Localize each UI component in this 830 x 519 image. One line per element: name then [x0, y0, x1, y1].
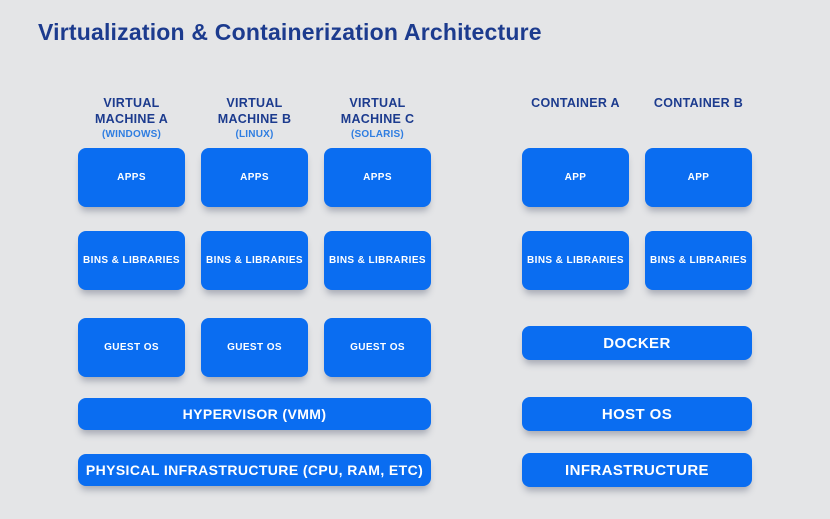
vm-bins-row: BINS & LIBRARIES BINS & LIBRARIES BINS &… [78, 231, 431, 290]
vm-b-title: VIRTUAL MACHINE B [217, 96, 292, 127]
page-title: Virtualization & Containerization Archit… [38, 19, 542, 45]
host-os-bar: HOST OS [522, 397, 752, 431]
vm-c-subtitle: (SOLARIS) [351, 128, 404, 140]
vm-b-guestos-box: GUEST OS [201, 318, 308, 377]
hypervisor-bar: HYPERVISOR (VMM) [78, 398, 431, 430]
vm-a-header: VIRTUAL MACHINE A (WINDOWS) [78, 95, 185, 140]
container-bins-row: BINS & LIBRARIES BINS & LIBRARIES [522, 231, 752, 290]
vm-apps-row: APPS APPS APPS [78, 148, 431, 207]
container-a-header: CONTAINER A [522, 95, 629, 111]
vm-b-header: VIRTUAL MACHINE B (LINUX) [201, 95, 308, 140]
physical-infrastructure-bar: PHYSICAL INFRASTRUCTURE (CPU, RAM, ETC) [78, 454, 431, 486]
vm-header-row: VIRTUAL MACHINE A (WINDOWS) VIRTUAL MACH… [78, 95, 431, 140]
vm-a-apps-box: APPS [78, 148, 185, 207]
vm-a-bins-box: BINS & LIBRARIES [78, 231, 185, 290]
vm-b-apps-box: APPS [201, 148, 308, 207]
container-b-header: CONTAINER B [645, 95, 752, 111]
vm-b-bins-box: BINS & LIBRARIES [201, 231, 308, 290]
container-b-app-box: APP [645, 148, 752, 207]
vm-a-subtitle: (WINDOWS) [101, 128, 161, 140]
container-app-row: APP APP [522, 148, 752, 207]
vm-c-header: VIRTUAL MACHINE C (SOLARIS) [324, 95, 431, 140]
vm-c-bins-box: BINS & LIBRARIES [324, 231, 431, 290]
vm-c-apps-box: APPS [324, 148, 431, 207]
container-a-bins-box: BINS & LIBRARIES [522, 231, 629, 290]
container-b-title: CONTAINER B [653, 96, 744, 110]
container-b-bins-box: BINS & LIBRARIES [645, 231, 752, 290]
vm-c-title: VIRTUAL MACHINE C [340, 96, 415, 127]
vm-b-subtitle: (LINUX) [235, 128, 274, 140]
container-a-app-box: APP [522, 148, 629, 207]
vm-a-guestos-box: GUEST OS [78, 318, 185, 377]
infrastructure-bar: INFRASTRUCTURE [522, 453, 752, 487]
vm-a-title: VIRTUAL MACHINE A [94, 96, 169, 127]
vm-guestos-row: GUEST OS GUEST OS GUEST OS [78, 318, 431, 377]
container-header-row: CONTAINER A CONTAINER B [522, 95, 752, 111]
docker-bar: DOCKER [522, 326, 752, 360]
container-a-title: CONTAINER A [531, 96, 620, 110]
vm-c-guestos-box: GUEST OS [324, 318, 431, 377]
